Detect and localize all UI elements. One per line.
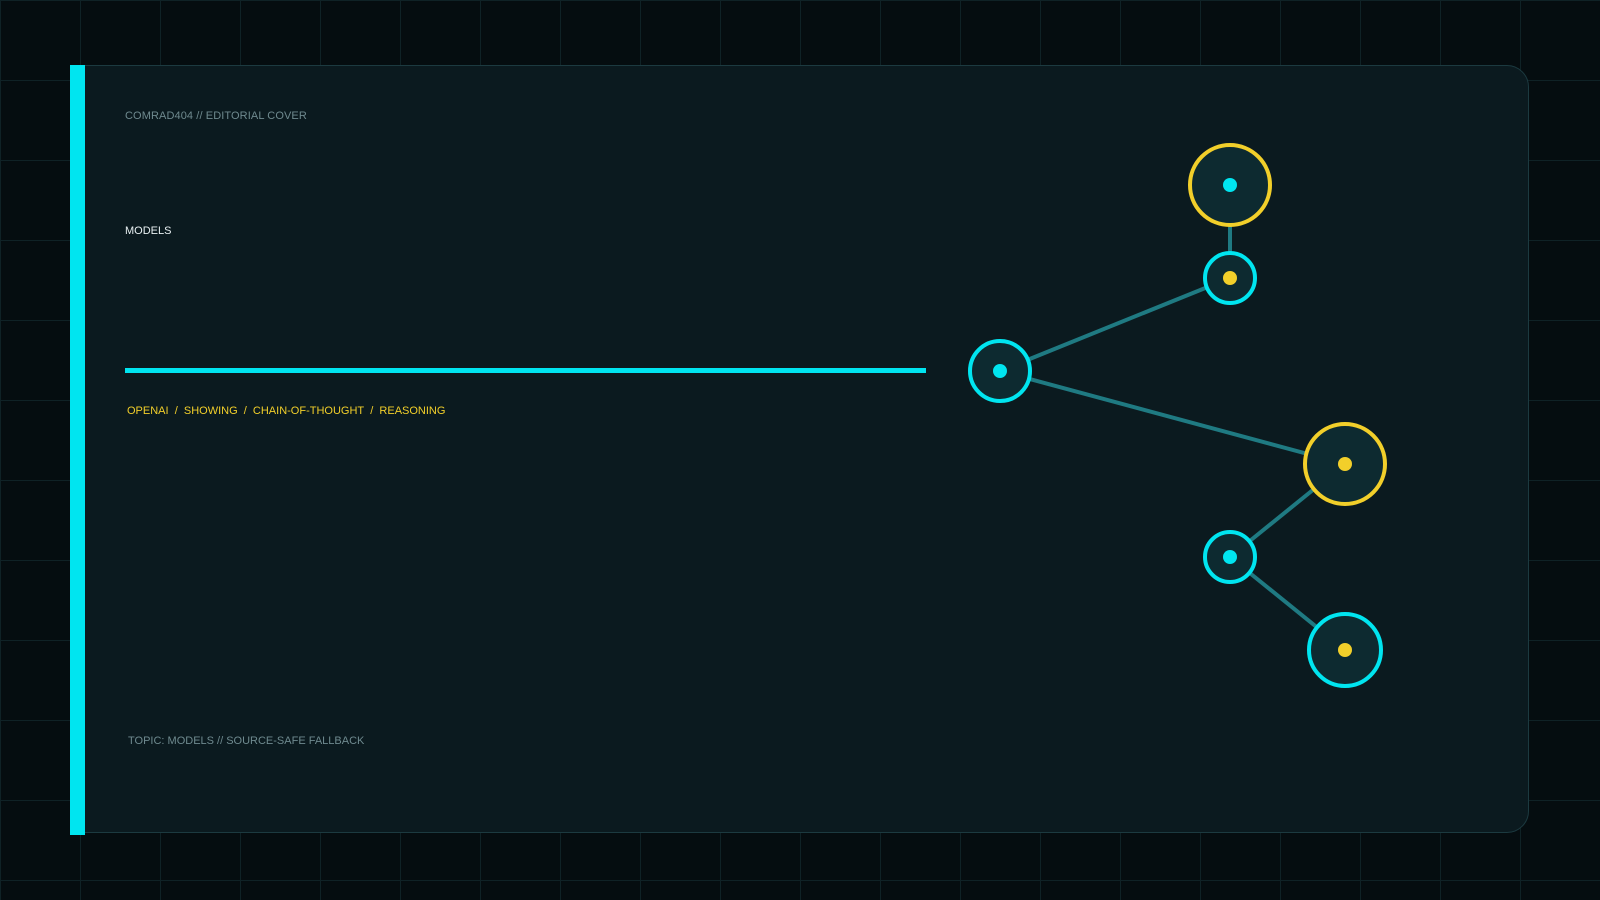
- tag-separator: /: [237, 405, 253, 417]
- tag-showing: SHOWING: [183, 405, 238, 417]
- cover-card: [70, 65, 1529, 833]
- section-label: MODELS: [125, 225, 172, 237]
- accent-bar: [70, 65, 85, 835]
- tag-reasoning: REASONING: [379, 405, 446, 417]
- footer-text: TOPIC: MODELS // SOURCE-SAFE FALLBACK: [128, 735, 365, 747]
- tag-chain-of-thought: CHAIN-OF-THOUGHT: [252, 405, 365, 417]
- tag-openai: OPENAI: [127, 405, 169, 417]
- kicker-text: COMRAD404 // EDITORIAL COVER: [125, 110, 307, 122]
- title-divider: [125, 368, 926, 373]
- tag-list: OPENAI / SHOWING / CHAIN-OF-THOUGHT / RE…: [127, 405, 445, 417]
- tag-separator: /: [168, 405, 184, 417]
- tag-separator: /: [364, 405, 380, 417]
